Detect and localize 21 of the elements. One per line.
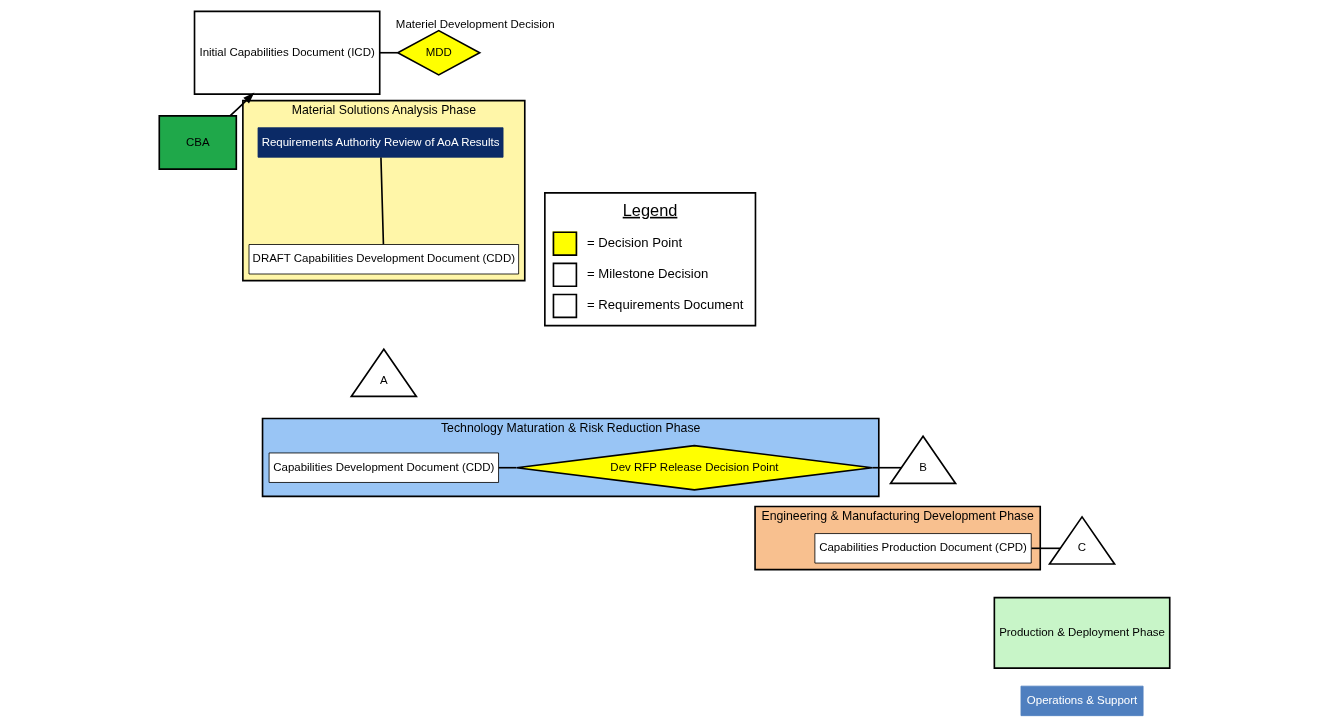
node-box: Production & Deployment Phase <box>993 596 1171 669</box>
node-box: Requirements Authority Review of AoA Results <box>257 127 504 158</box>
node-box: Initial Capabilities Document (ICD) <box>193 10 381 95</box>
connector <box>1030 547 1062 550</box>
legend-label: = Milestone Decision <box>587 265 709 281</box>
legend-label: = Requirements Document <box>587 297 744 313</box>
legend-label: = Decision Point <box>587 234 683 250</box>
node-box: DRAFT Capabilities Development Document (CDD) <box>248 244 520 275</box>
arrow <box>229 92 255 117</box>
node-box: Capabilities Development Document (CDD) <box>268 452 499 483</box>
connector <box>380 156 385 245</box>
node-box: Capabilities Production Document (CPD) <box>814 533 1032 564</box>
node-label: Materiel Development Decision <box>395 17 555 30</box>
connector <box>871 466 903 469</box>
label: Legend <box>622 200 678 219</box>
node-box: CBA <box>158 115 238 170</box>
node-diamond: Dev RFP Release Decision Point <box>515 444 874 491</box>
connector <box>379 51 399 54</box>
node-diamond: MDD <box>396 29 482 76</box>
connector <box>497 466 518 469</box>
node-box: Operations & Support <box>1020 685 1144 717</box>
